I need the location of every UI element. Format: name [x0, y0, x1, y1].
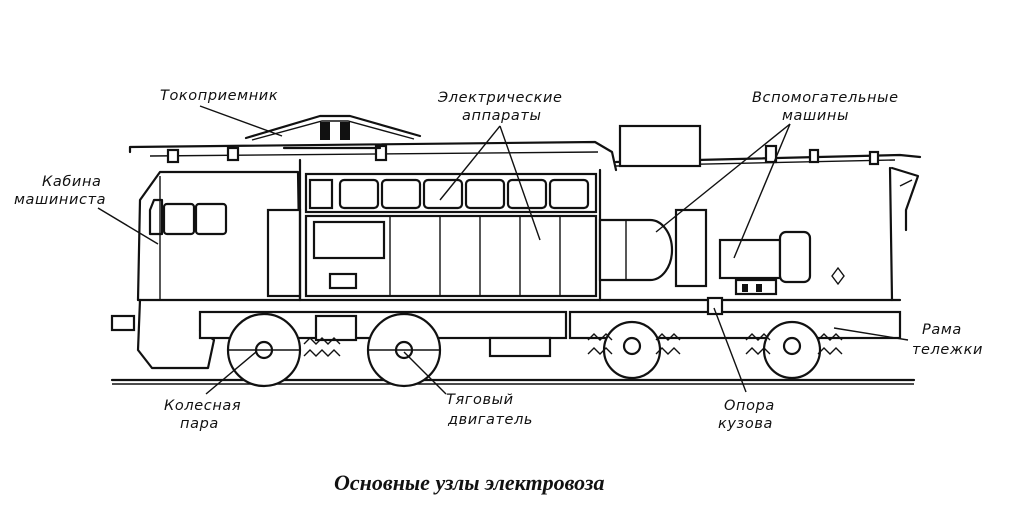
roof: [128, 140, 922, 172]
label-driver-cab-line2: машиниста: [14, 192, 106, 208]
roof-equipment-box: [618, 124, 702, 168]
label-traction-motor-line1: Тяговый: [446, 392, 514, 408]
label-pantograph: Токоприемник: [160, 88, 278, 104]
label-driver-cab-line1: Кабина: [42, 174, 102, 190]
diagram-caption: Основные узлы электровоза: [334, 470, 604, 495]
label-bogie-frame-line1: Рама: [922, 322, 962, 338]
label-electrical-apparatus-line1: Электрические: [437, 90, 563, 106]
rear-wheelset-1: [587, 320, 681, 380]
front-pilot: [110, 298, 216, 370]
rail: [110, 378, 916, 385]
leader-lines: [97, 105, 909, 395]
label-traction-motor-line2: двигатель: [447, 412, 533, 428]
body-support: [706, 296, 724, 316]
electrical-apparatus: [304, 172, 598, 298]
traction-motor: [303, 314, 358, 357]
driver-cab: [136, 170, 302, 302]
auxiliary-machines: [598, 208, 845, 296]
label-auxiliary-machines-line1: Вспомогательные: [752, 90, 899, 106]
label-electrical-apparatus-line2: аппараты: [462, 108, 542, 124]
label-wheelset-line2: пара: [180, 416, 219, 432]
pantograph: [244, 114, 422, 150]
label-bogie-frame-line2: тележки: [912, 342, 983, 358]
wheelset-1: [226, 312, 302, 388]
label-body-support-line1: Опора: [724, 398, 775, 414]
label-body-support-line2: кузова: [718, 416, 773, 432]
rear-wheelset-2: [745, 320, 843, 380]
labels: Токоприемник Электрические аппараты Вспо…: [14, 88, 983, 432]
label-wheelset-line1: Колесная: [164, 398, 241, 414]
wheelset-2: [366, 312, 442, 388]
label-auxiliary-machines-line2: машины: [782, 108, 849, 124]
